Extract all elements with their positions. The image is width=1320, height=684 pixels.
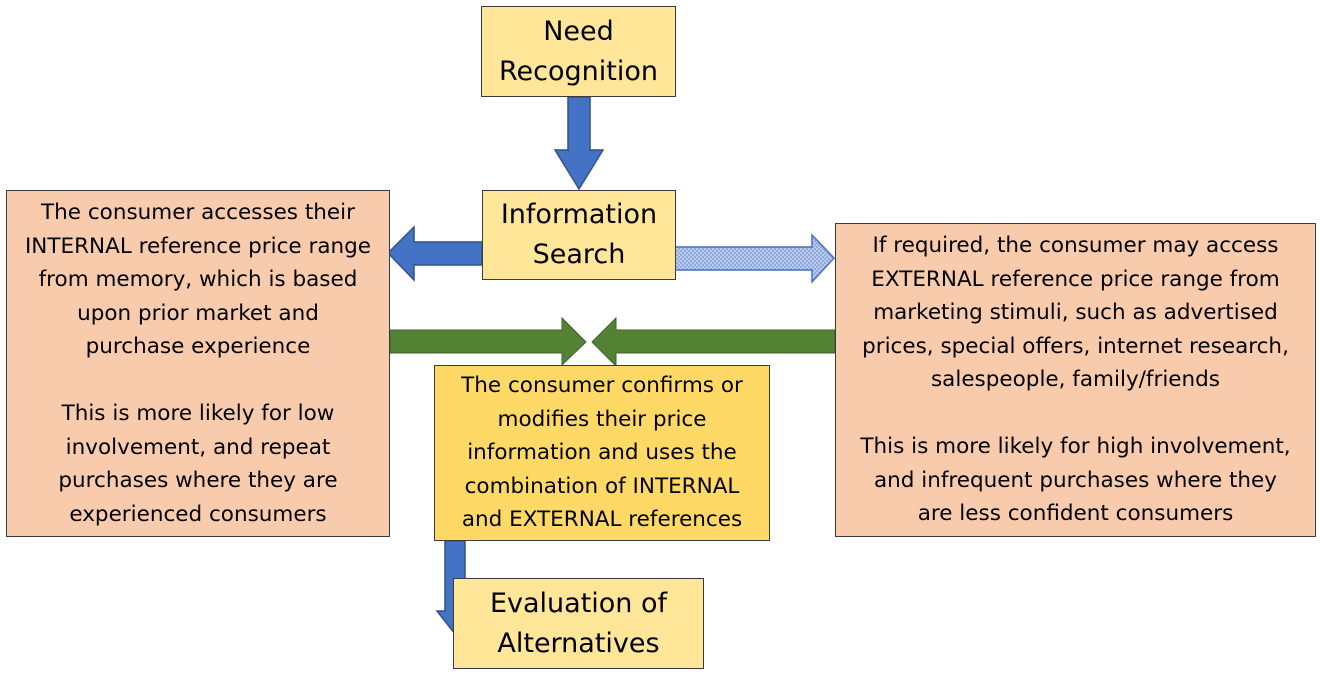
- internal-note-line-3: purchases where they are: [58, 468, 338, 493]
- external-reference-box: If required, the consumer may access EXT…: [835, 223, 1316, 537]
- internal-note-line-2: involvement, and repeat: [65, 434, 331, 460]
- arrow-internal-to-confirm: [389, 316, 587, 367]
- arrow-search-to-external: [674, 233, 836, 284]
- need-recognition-line-2: Recognition: [499, 55, 658, 87]
- internal-text-line-3: from memory, which is based: [38, 267, 358, 292]
- internal-text-line-2: INTERNAL reference price range: [24, 233, 372, 259]
- need-recognition-box: Need Recognition: [481, 6, 676, 97]
- internal-text-line-5: purchase experience: [85, 334, 311, 359]
- internal-text-line-1: The consumer accesses their: [41, 200, 355, 225]
- need-recognition-line-1: Need: [543, 15, 614, 47]
- external-text-line-1: If required, the consumer may access: [872, 233, 1279, 259]
- external-note-line-2: and infrequent purchases where they: [873, 467, 1278, 493]
- internal-note-line-1: This is more likely for low: [61, 401, 335, 426]
- confirm-text-line-1: The consumer confirms or: [461, 373, 743, 399]
- arrow-need-to-search: [553, 96, 605, 191]
- evaluation-of-alternatives-box: Evaluation of Alternatives: [453, 578, 704, 669]
- external-text-line-4: prices, special offers, internet researc…: [862, 333, 1289, 359]
- confirm-text-line-5: and EXTERNAL references: [461, 507, 743, 533]
- confirm-text-line-4: combination of INTERNAL: [464, 473, 740, 499]
- internal-reference-box: The consumer accesses their INTERNAL ref…: [6, 190, 390, 537]
- evaluation-line-2: Alternatives: [497, 627, 660, 659]
- information-search-line-1: Information: [500, 199, 658, 230]
- information-search-box: Information Search: [482, 190, 676, 280]
- external-note-line-3: are less confident consumers: [917, 501, 1234, 527]
- arrow-search-to-internal: [386, 225, 483, 282]
- external-note-line-1: This is more likely for high involvement…: [860, 434, 1291, 460]
- arrow-external-to-confirm: [591, 316, 836, 368]
- external-text-line-3: marketing stimuli, such as advertised: [873, 300, 1278, 326]
- information-search-line-2: Search: [532, 239, 626, 270]
- internal-text-line-4: upon prior market and: [77, 300, 319, 326]
- external-text-line-2: EXTERNAL reference price range from: [871, 266, 1280, 292]
- confirm-combine-box: The consumer confirms or modifies their …: [434, 365, 770, 541]
- external-text-line-5: salespeople, family/friends: [930, 367, 1220, 393]
- confirm-text-line-3: information and uses the: [467, 440, 737, 466]
- internal-note-line-4: experienced consumers: [69, 501, 327, 527]
- confirm-text-line-2: modifies their price: [497, 406, 707, 432]
- evaluation-line-1: Evaluation of: [489, 587, 668, 619]
